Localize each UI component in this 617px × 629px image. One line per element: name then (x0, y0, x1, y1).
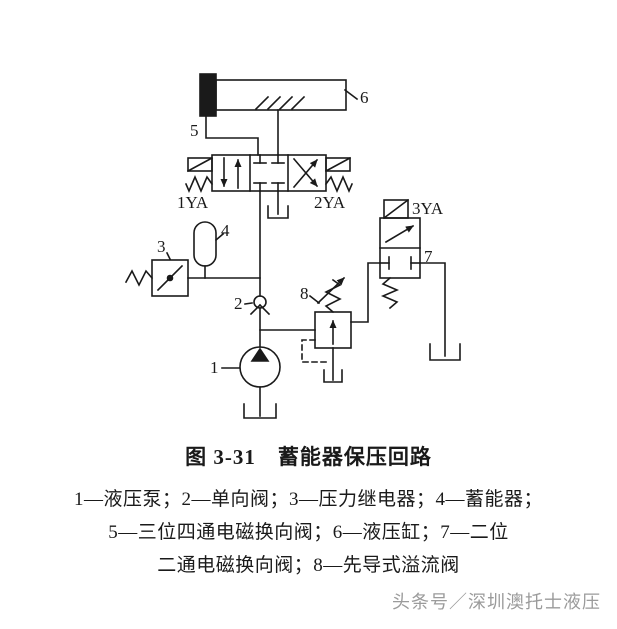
label-directional-valve: 5 (190, 121, 199, 140)
accumulator (193, 221, 225, 279)
tank-under-valve (267, 190, 289, 219)
legend-line-1: 1—液压泵；2—单向阀；3—压力继电器；4—蓄能器； (73, 489, 543, 510)
label-cylinder: 6 (360, 88, 369, 107)
hydraulic-cylinder (199, 73, 359, 117)
legend-line-3: 二通电磁换向阀；8—先导式溢流阀 (157, 555, 460, 576)
solenoid-3ya-symbol (382, 198, 410, 220)
figure-title: 图 3-31 蓄能器保压回路 (185, 445, 432, 469)
relief-valve (259, 262, 381, 383)
label-solenoid-2ya: 2YA (314, 193, 346, 212)
check-valve (244, 190, 271, 348)
two-way-solenoid-valve (379, 198, 461, 361)
label-relief-valve: 8 (300, 284, 309, 303)
solenoid-1ya-symbol (186, 156, 214, 173)
watermark: 头条号／深圳澳托士液压 (392, 592, 601, 612)
left-spring (184, 174, 214, 194)
hydraulic-circuit-diagram: 6 5 1YA 2YA 3YA 4 3 2 1 8 7 (124, 73, 461, 419)
right-spring (324, 174, 354, 194)
label-check-valve: 2 (234, 294, 243, 313)
solenoid-2ya-symbol (324, 156, 352, 173)
directional-valve (184, 154, 354, 194)
label-pump: 1 (210, 358, 219, 377)
legend-line-2: 5—三位四通电磁换向阀；6—液压缸；7—二位 (108, 522, 509, 543)
label-accumulator: 4 (221, 221, 230, 240)
hydraulic-pump (221, 346, 281, 419)
label-solenoid-1ya: 1YA (177, 193, 209, 212)
label-pressure-relay: 3 (157, 237, 166, 256)
figure-caption: 图 3-31 蓄能器保压回路 1—液压泵；2—单向阀；3—压力继电器；4—蓄能器… (0, 441, 617, 582)
pressure-relay (124, 251, 261, 297)
label-solenoid-3ya: 3YA (412, 199, 444, 218)
label-two-way-valve: 7 (424, 247, 433, 266)
cylinder-port-lines (205, 109, 279, 156)
